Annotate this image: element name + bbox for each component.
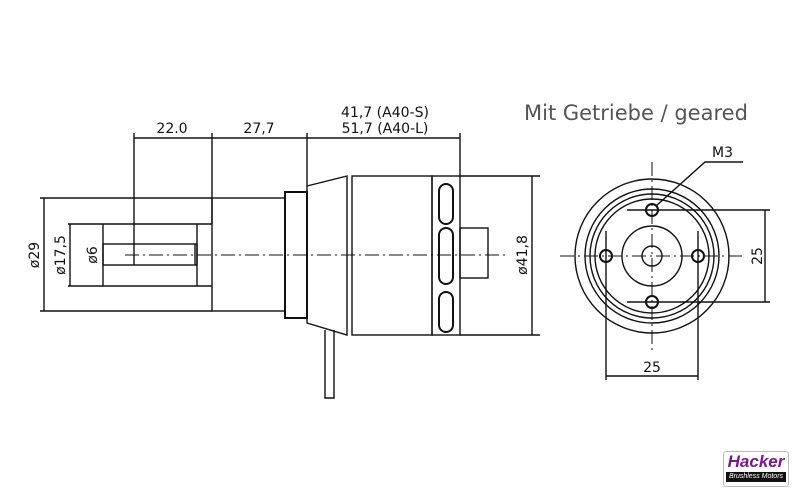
- dim-shaft-length: 22.0: [156, 121, 187, 137]
- logo-tagline: Brushless Motors: [726, 472, 786, 482]
- drawing-title: Mit Getriebe / geared: [524, 101, 748, 125]
- front-view: 25 25 M3: [560, 145, 770, 380]
- shaft-circle: [641, 245, 663, 267]
- dia-motor: ø41,8: [515, 235, 531, 275]
- dia-shaft: ø6: [85, 246, 101, 264]
- hacker-logo: Hacker Brushless Motors: [723, 451, 789, 487]
- side-view: 22.0 27,7 41,7 (A40-S) 51,7 (A40-L) ø29 …: [27, 105, 540, 399]
- dia-collar: ø17,5: [53, 235, 69, 275]
- rear-boss: [459, 227, 489, 279]
- vent-slot: [438, 227, 454, 285]
- motor-wire: [324, 330, 335, 399]
- vent-slot: [438, 291, 454, 333]
- hub-circle: [621, 225, 683, 287]
- hole-spacing-vertical: 25: [750, 247, 766, 265]
- collar: [68, 223, 212, 287]
- logo-brand: Hacker: [727, 452, 785, 471]
- dim-gearbox-length: 27,7: [243, 121, 274, 137]
- m3-leader: [655, 161, 743, 207]
- thread-label: M3: [712, 145, 733, 161]
- dim-motor-length-l: 51,7 (A40-L): [342, 121, 429, 137]
- outer-circle: [574, 178, 730, 334]
- dim-motor-length-s: 41,7 (A40-S): [341, 105, 429, 121]
- motor-front-cone: [306, 175, 348, 336]
- vent-slot: [438, 183, 454, 225]
- hole-spacing-horizontal: 25: [643, 360, 661, 376]
- dia-gearbox: ø29: [27, 242, 43, 268]
